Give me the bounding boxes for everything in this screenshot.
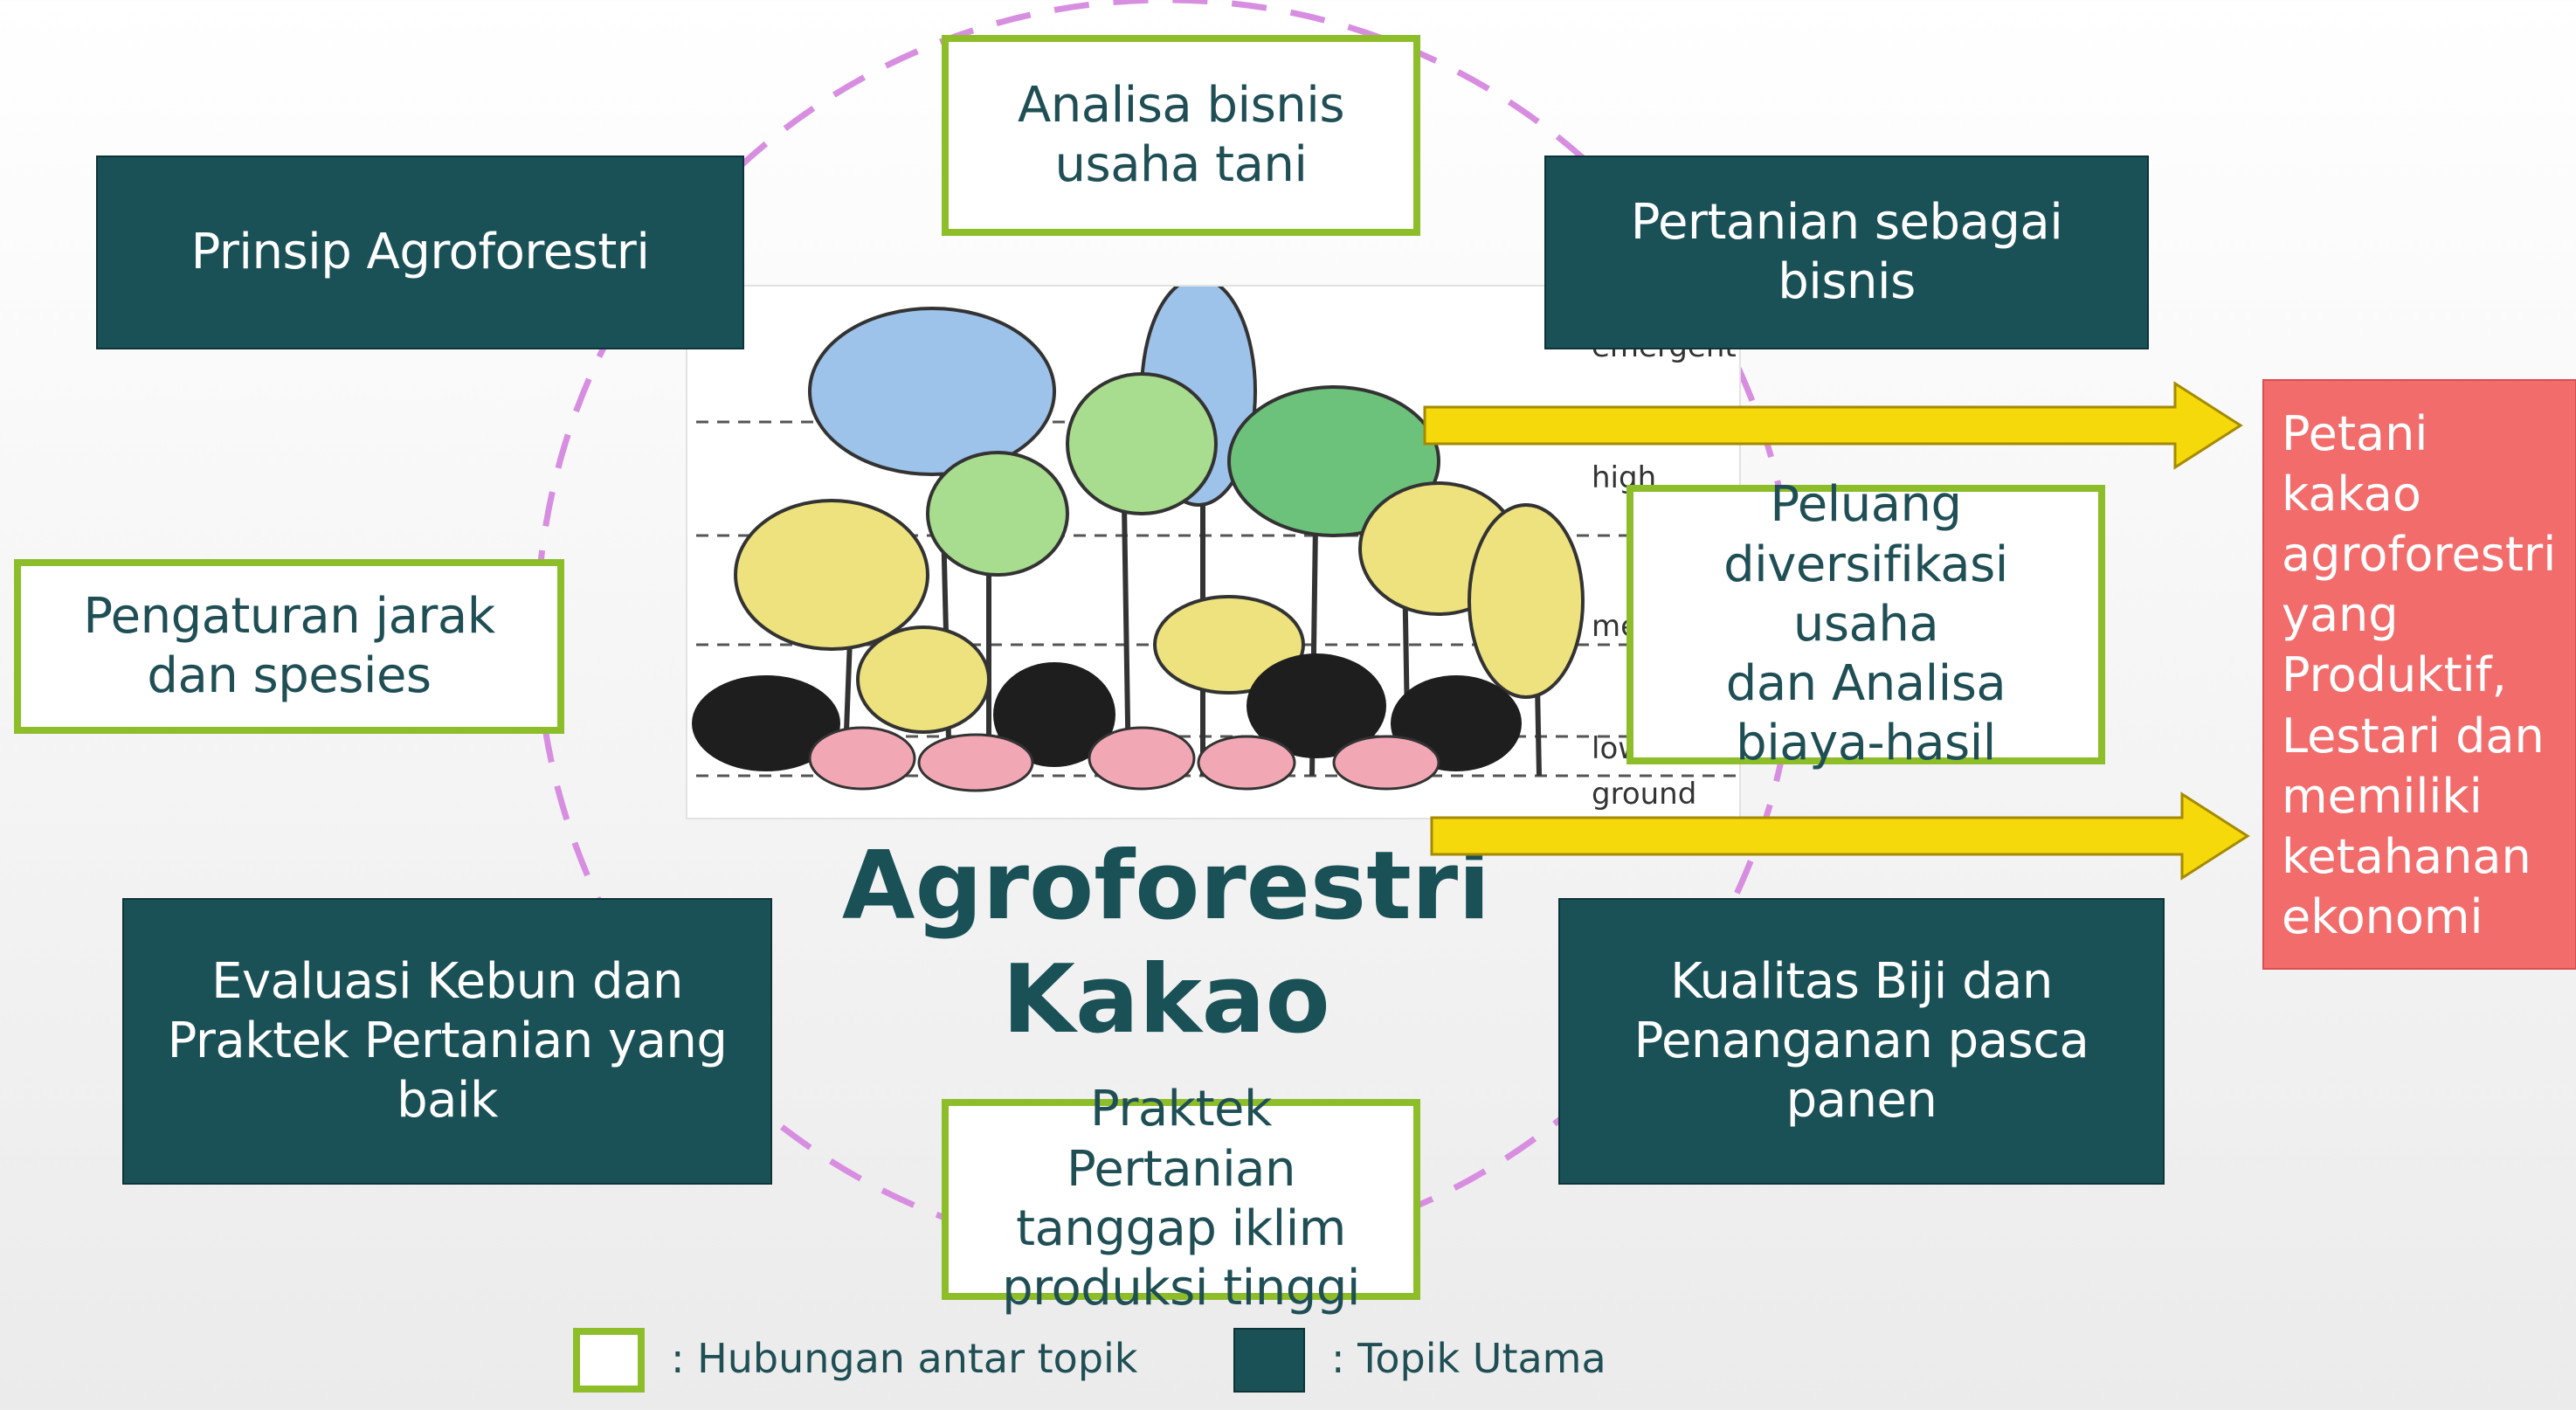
link-pengaturan-label: Pengaturan jarak dan spesies <box>83 587 495 704</box>
topic-kualitas-biji: Kualitas Biji dan Penanganan pasca panen <box>1558 898 2165 1185</box>
legend-link-swatch <box>573 1328 645 1393</box>
topic-pertanian-bisnis-label: Pertanian sebagai bisnis <box>1630 193 2063 310</box>
link-praktek-pertanian: Praktek Pertanian tanggap iklim produksi… <box>942 1081 1420 1317</box>
topic-kualitas-label: Kualitas Biji dan Penanganan pasca panen <box>1633 952 2089 1130</box>
topic-prinsip-label: Prinsip Agroforestri <box>190 223 650 280</box>
arrow-lower <box>1430 791 2250 881</box>
center-title: Agroforestri Kakao <box>841 832 1491 1054</box>
legend-main-label: : Topik Utama <box>1331 1335 1606 1382</box>
legend-link-label: : Hubungan antar topik <box>671 1335 1138 1382</box>
legend-main-swatch <box>1233 1328 1305 1393</box>
link-praktek-label: Praktek Pertanian tanggap iklim produksi… <box>1002 1081 1360 1317</box>
topic-prinsip-agroforestri: Prinsip Agroforestri <box>96 156 744 349</box>
topic-evaluasi-kebun: Evaluasi Kebun dan Praktek Pertanian yan… <box>122 898 772 1185</box>
link-analisa-bisnis: Analisa bisnis usaha tani <box>942 35 1420 236</box>
link-pengaturan-jarak: Pengaturan jarak dan spesies <box>14 559 564 734</box>
outcome-box: Petani kakao agroforestri yang Produktif… <box>2262 379 2576 970</box>
topic-evaluasi-label: Evaluasi Kebun dan Praktek Pertanian yan… <box>167 952 728 1130</box>
link-peluang-label: Peluang diversifikasi usaha dan Analisa … <box>1723 476 2008 772</box>
layer-ground-label: ground <box>1592 777 1696 812</box>
link-analisa-label: Analisa bisnis usaha tani <box>1017 76 1345 193</box>
arrow-upper <box>1423 381 2243 470</box>
link-peluang-diversifikasi: Peluang diversifikasi usaha dan Analisa … <box>1626 476 2105 771</box>
topic-pertanian-bisnis: Pertanian sebagai bisnis <box>1544 156 2149 349</box>
forest-layers-illustration: emergent high me low ground <box>686 276 1743 819</box>
